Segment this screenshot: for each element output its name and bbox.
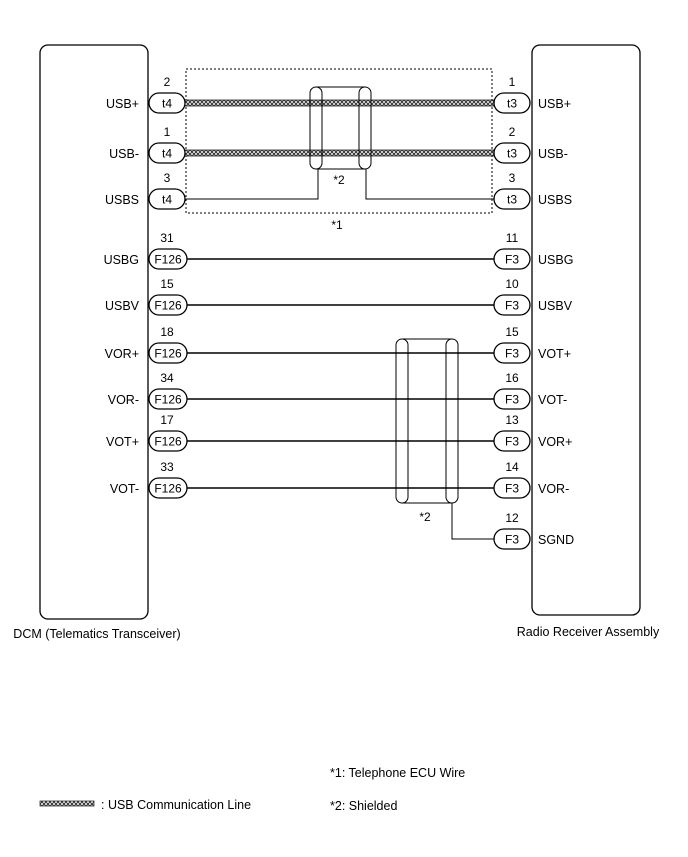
right-pin-number-6: 16	[505, 371, 519, 385]
right-pin-number-4: 10	[505, 277, 519, 291]
left-connector-pill-1	[148, 142, 186, 164]
right-conn-label-7: F3	[505, 435, 519, 449]
right-pin-number-8: 14	[505, 460, 519, 474]
right-signal-4: USBV	[538, 299, 573, 313]
left-conn-label-4: F126	[154, 299, 182, 313]
right-pin-number-1: 2	[509, 125, 516, 139]
group-star1-label: *1	[331, 218, 343, 232]
left-pin-number-6: 34	[160, 371, 174, 385]
left-signal-5: VOR+	[105, 347, 139, 361]
right-conn-label-2: t3	[507, 193, 517, 207]
right-conn-label-0: t3	[507, 97, 517, 111]
left-pin-number-5: 18	[160, 325, 174, 339]
right-connector-pill-1	[493, 142, 531, 164]
left-connector-pill-8	[148, 477, 188, 499]
radio-receiver-box	[531, 44, 641, 616]
left-signal-6: VOR-	[108, 393, 139, 407]
right-conn-label-8: F3	[505, 482, 519, 496]
sgnd-signal: SGND	[538, 533, 574, 547]
left-signal-3: USBG	[104, 253, 139, 267]
shield-bottom	[395, 338, 494, 540]
left-signal-4: USBV	[105, 299, 140, 313]
right-conn-label-1: t3	[507, 147, 517, 161]
left-connector-pill-4	[148, 294, 188, 316]
left-conn-label-7: F126	[154, 435, 182, 449]
left-pin-number-4: 15	[160, 277, 174, 291]
usb-wire-0	[184, 99, 495, 107]
right-signal-1: USB-	[538, 147, 568, 161]
right-signal-5: VOT+	[538, 347, 571, 361]
left-signal-1: USB-	[109, 147, 139, 161]
left-signal-7: VOT+	[106, 435, 139, 449]
right-connector-pill-4	[493, 294, 531, 316]
shield-top	[186, 86, 494, 200]
right-conn-label-6: F3	[505, 393, 519, 407]
right-signal-8: VOR-	[538, 482, 569, 496]
sgnd-connector: F3	[493, 528, 531, 550]
left-connector-pill-5	[148, 342, 188, 364]
dcm-name: DCM (Telematics Transceiver)	[13, 627, 180, 641]
note-star2: *2: Shielded	[330, 799, 397, 813]
right-signal-3: USBG	[538, 253, 573, 267]
right-pin-number-5: 15	[505, 325, 519, 339]
right-connector-pill-7	[493, 430, 531, 452]
telephone-ecu-wire-group	[185, 68, 493, 214]
left-signal-2: USBS	[105, 193, 139, 207]
left-connector-pill-0	[148, 92, 186, 114]
right-signal-6: VOT-	[538, 393, 567, 407]
left-pin-number-1: 1	[164, 125, 171, 139]
left-pin-number-7: 17	[160, 413, 174, 427]
right-connector-pill-2	[493, 188, 531, 210]
left-conn-label-5: F126	[154, 347, 182, 361]
left-connector-pill-6	[148, 388, 188, 410]
left-conn-label-3: F126	[154, 253, 182, 267]
shield-top-label: *2	[333, 173, 345, 187]
left-connector-pill-2	[148, 188, 186, 210]
left-conn-label-0: t4	[162, 97, 172, 111]
right-signal-0: USB+	[538, 97, 571, 111]
note-star1: *1: Telephone ECU Wire	[330, 766, 465, 780]
usb-line-legend-label: : USB Communication Line	[101, 798, 251, 812]
left-conn-label-2: t4	[162, 193, 172, 207]
left-conn-label-6: F126	[154, 393, 182, 407]
right-conn-label-4: F3	[505, 299, 519, 313]
right-connector-pill-3	[493, 248, 531, 270]
right-signal-7: VOR+	[538, 435, 572, 449]
right-pin-number-0: 1	[509, 75, 516, 89]
right-signal-2: USBS	[538, 193, 572, 207]
right-conn-label-5: F3	[505, 347, 519, 361]
right-pin-number-3: 11	[506, 231, 519, 245]
left-connector-pill-3	[148, 248, 188, 270]
left-pin-number-2: 3	[164, 171, 171, 185]
right-connector-pill-6	[493, 388, 531, 410]
right-connector-pill-5	[493, 342, 531, 364]
right-pin-number-2: 3	[509, 171, 516, 185]
wires	[184, 99, 495, 489]
left-conn-label-8: F126	[154, 482, 182, 496]
radio-receiver-name: Radio Receiver Assembly	[517, 625, 660, 639]
usb-wire-1	[184, 149, 495, 157]
left-connector-pill-7	[148, 430, 188, 452]
left-pin-number-3: 31	[160, 231, 174, 245]
right-connector-pill-0	[493, 92, 531, 114]
shield-bottom-label: *2	[419, 510, 431, 524]
usb-line-legend-swatch	[39, 800, 95, 807]
right-conn-label-3: F3	[505, 253, 519, 267]
left-conn-label-1: t4	[162, 147, 172, 161]
left-signal-8: VOT-	[110, 482, 139, 496]
sgnd-pin-number: 12	[505, 511, 519, 525]
left-signal-0: USB+	[106, 97, 139, 111]
right-connector-pill-8	[493, 477, 531, 499]
dcm-box	[39, 44, 149, 620]
sgnd-conn-label: F3	[505, 533, 519, 547]
right-pin-number-7: 13	[505, 413, 519, 427]
left-pin-number-0: 2	[164, 75, 171, 89]
left-pin-number-8: 33	[160, 460, 174, 474]
